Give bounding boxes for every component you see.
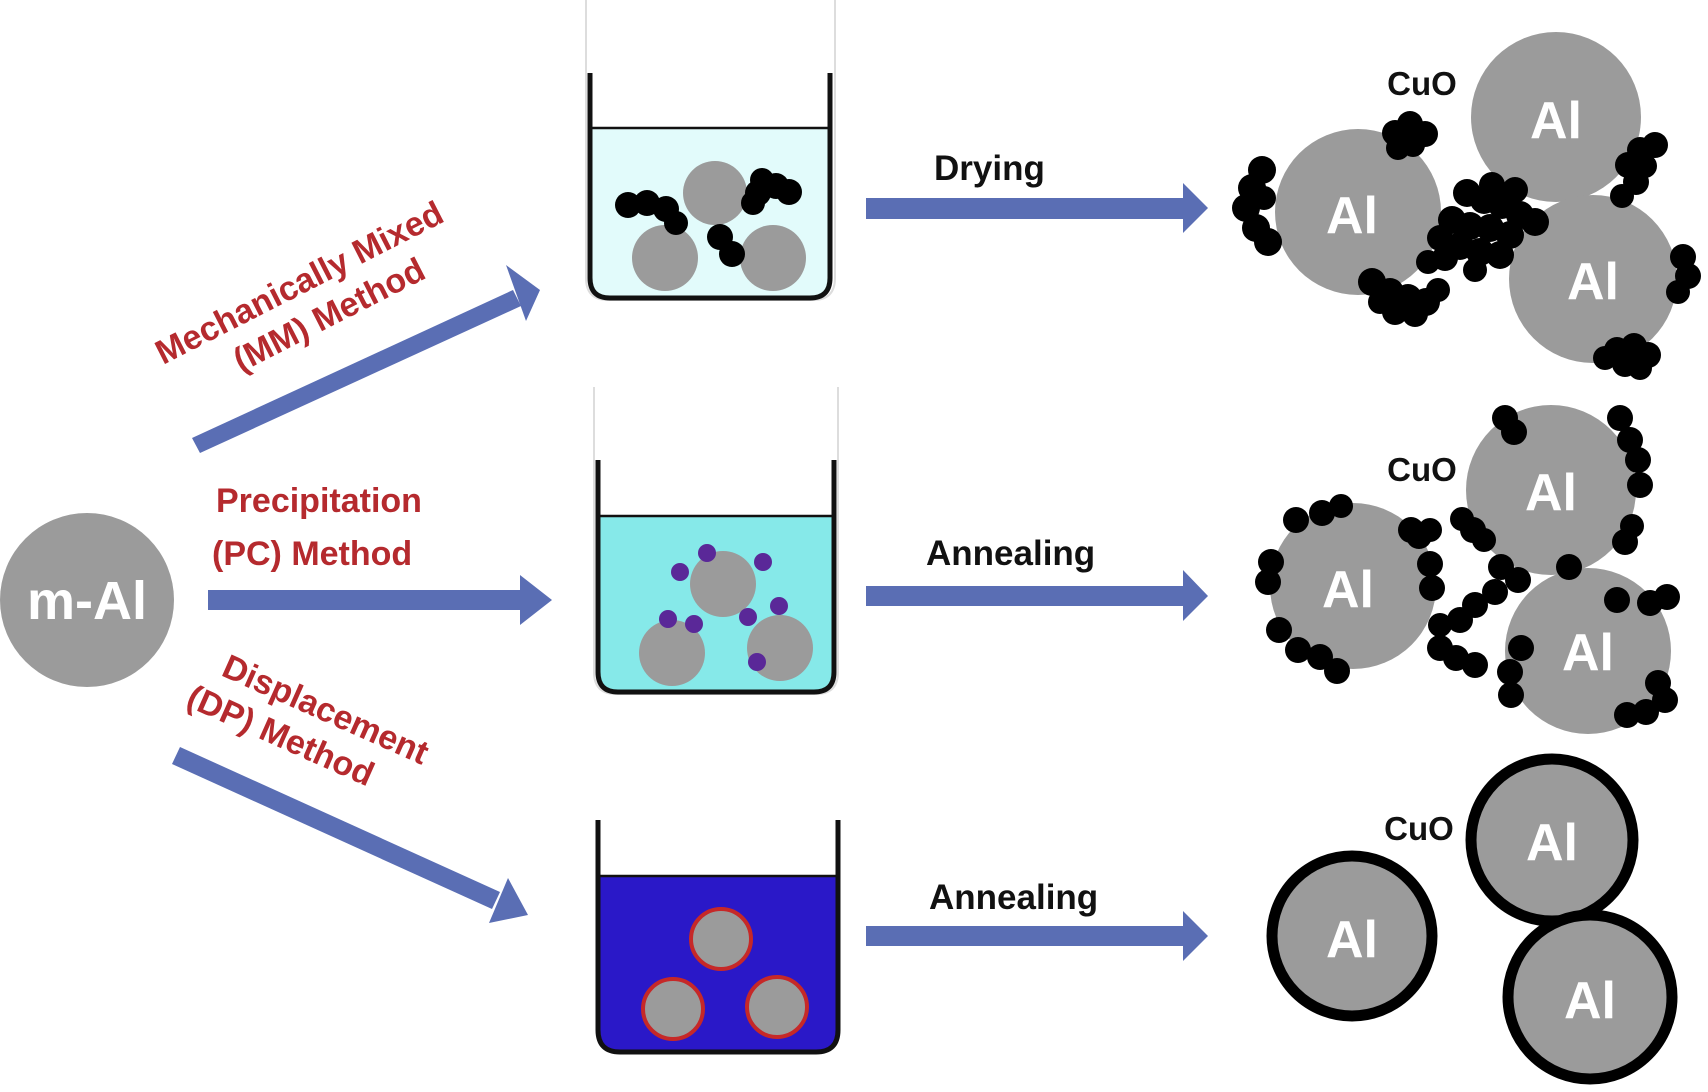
dp-method-arrow [172,747,528,923]
mm-al-label-3: Al [1567,253,1619,311]
m-al-label: m-Al [27,571,147,631]
dp-beaker [595,820,841,1055]
dp-al-label-2: Al [1526,814,1578,872]
pc-method-label-line2: (PC) Method [212,535,412,573]
m-al-particle: m-Al [0,513,174,687]
pc-al-label-2: Al [1525,464,1577,522]
annealing-arrow-pc [866,570,1208,621]
mm-result: Al Al Al CuO [1232,32,1701,380]
pc-method-label: Precipitation (PC) Method [212,482,422,573]
annealing-arrow-dp [866,911,1208,961]
drying-label: Drying [934,149,1045,188]
pc-cuo-label: CuO [1387,451,1457,488]
pc-al-label-1: Al [1322,561,1374,619]
drying-arrow [866,183,1208,233]
pc-method-arrow [208,575,552,625]
mm-method-label: Mechanically Mixed (MM) Method [149,194,449,379]
dp-al-label-3: Al [1564,972,1616,1030]
mm-beaker [585,0,836,301]
pc-method-label-line1: Precipitation [216,482,422,520]
annealing-label-dp: Annealing [929,878,1098,917]
dp-result: Al Al Al CuO [1266,753,1678,1085]
mm-method-arrow [192,265,540,453]
mm-al-label-2: Al [1530,92,1582,150]
pc-al-label-3: Al [1562,624,1614,682]
pc-result: Al Al Al CuO [1255,405,1680,734]
mm-cuo-label: CuO [1387,65,1457,102]
dp-al-label-1: Al [1326,911,1378,969]
pc-beaker [593,387,839,695]
annealing-label-pc: Annealing [926,534,1095,573]
dp-cuo-label: CuO [1384,810,1454,847]
mm-al-label-1: Al [1326,187,1378,245]
